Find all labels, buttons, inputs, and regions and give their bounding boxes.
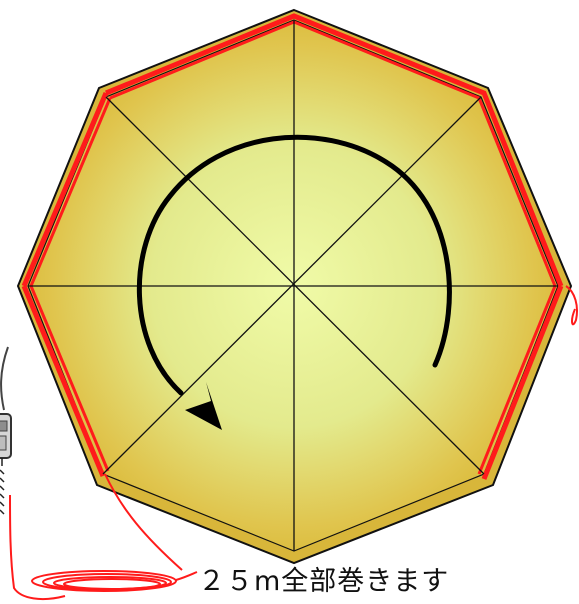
- rope-coil-icon: [32, 571, 197, 591]
- length-caption: ２５m全部巻きます: [198, 566, 449, 598]
- reel-device-icon: [0, 347, 11, 514]
- rope-trail-secondary: [10, 495, 65, 599]
